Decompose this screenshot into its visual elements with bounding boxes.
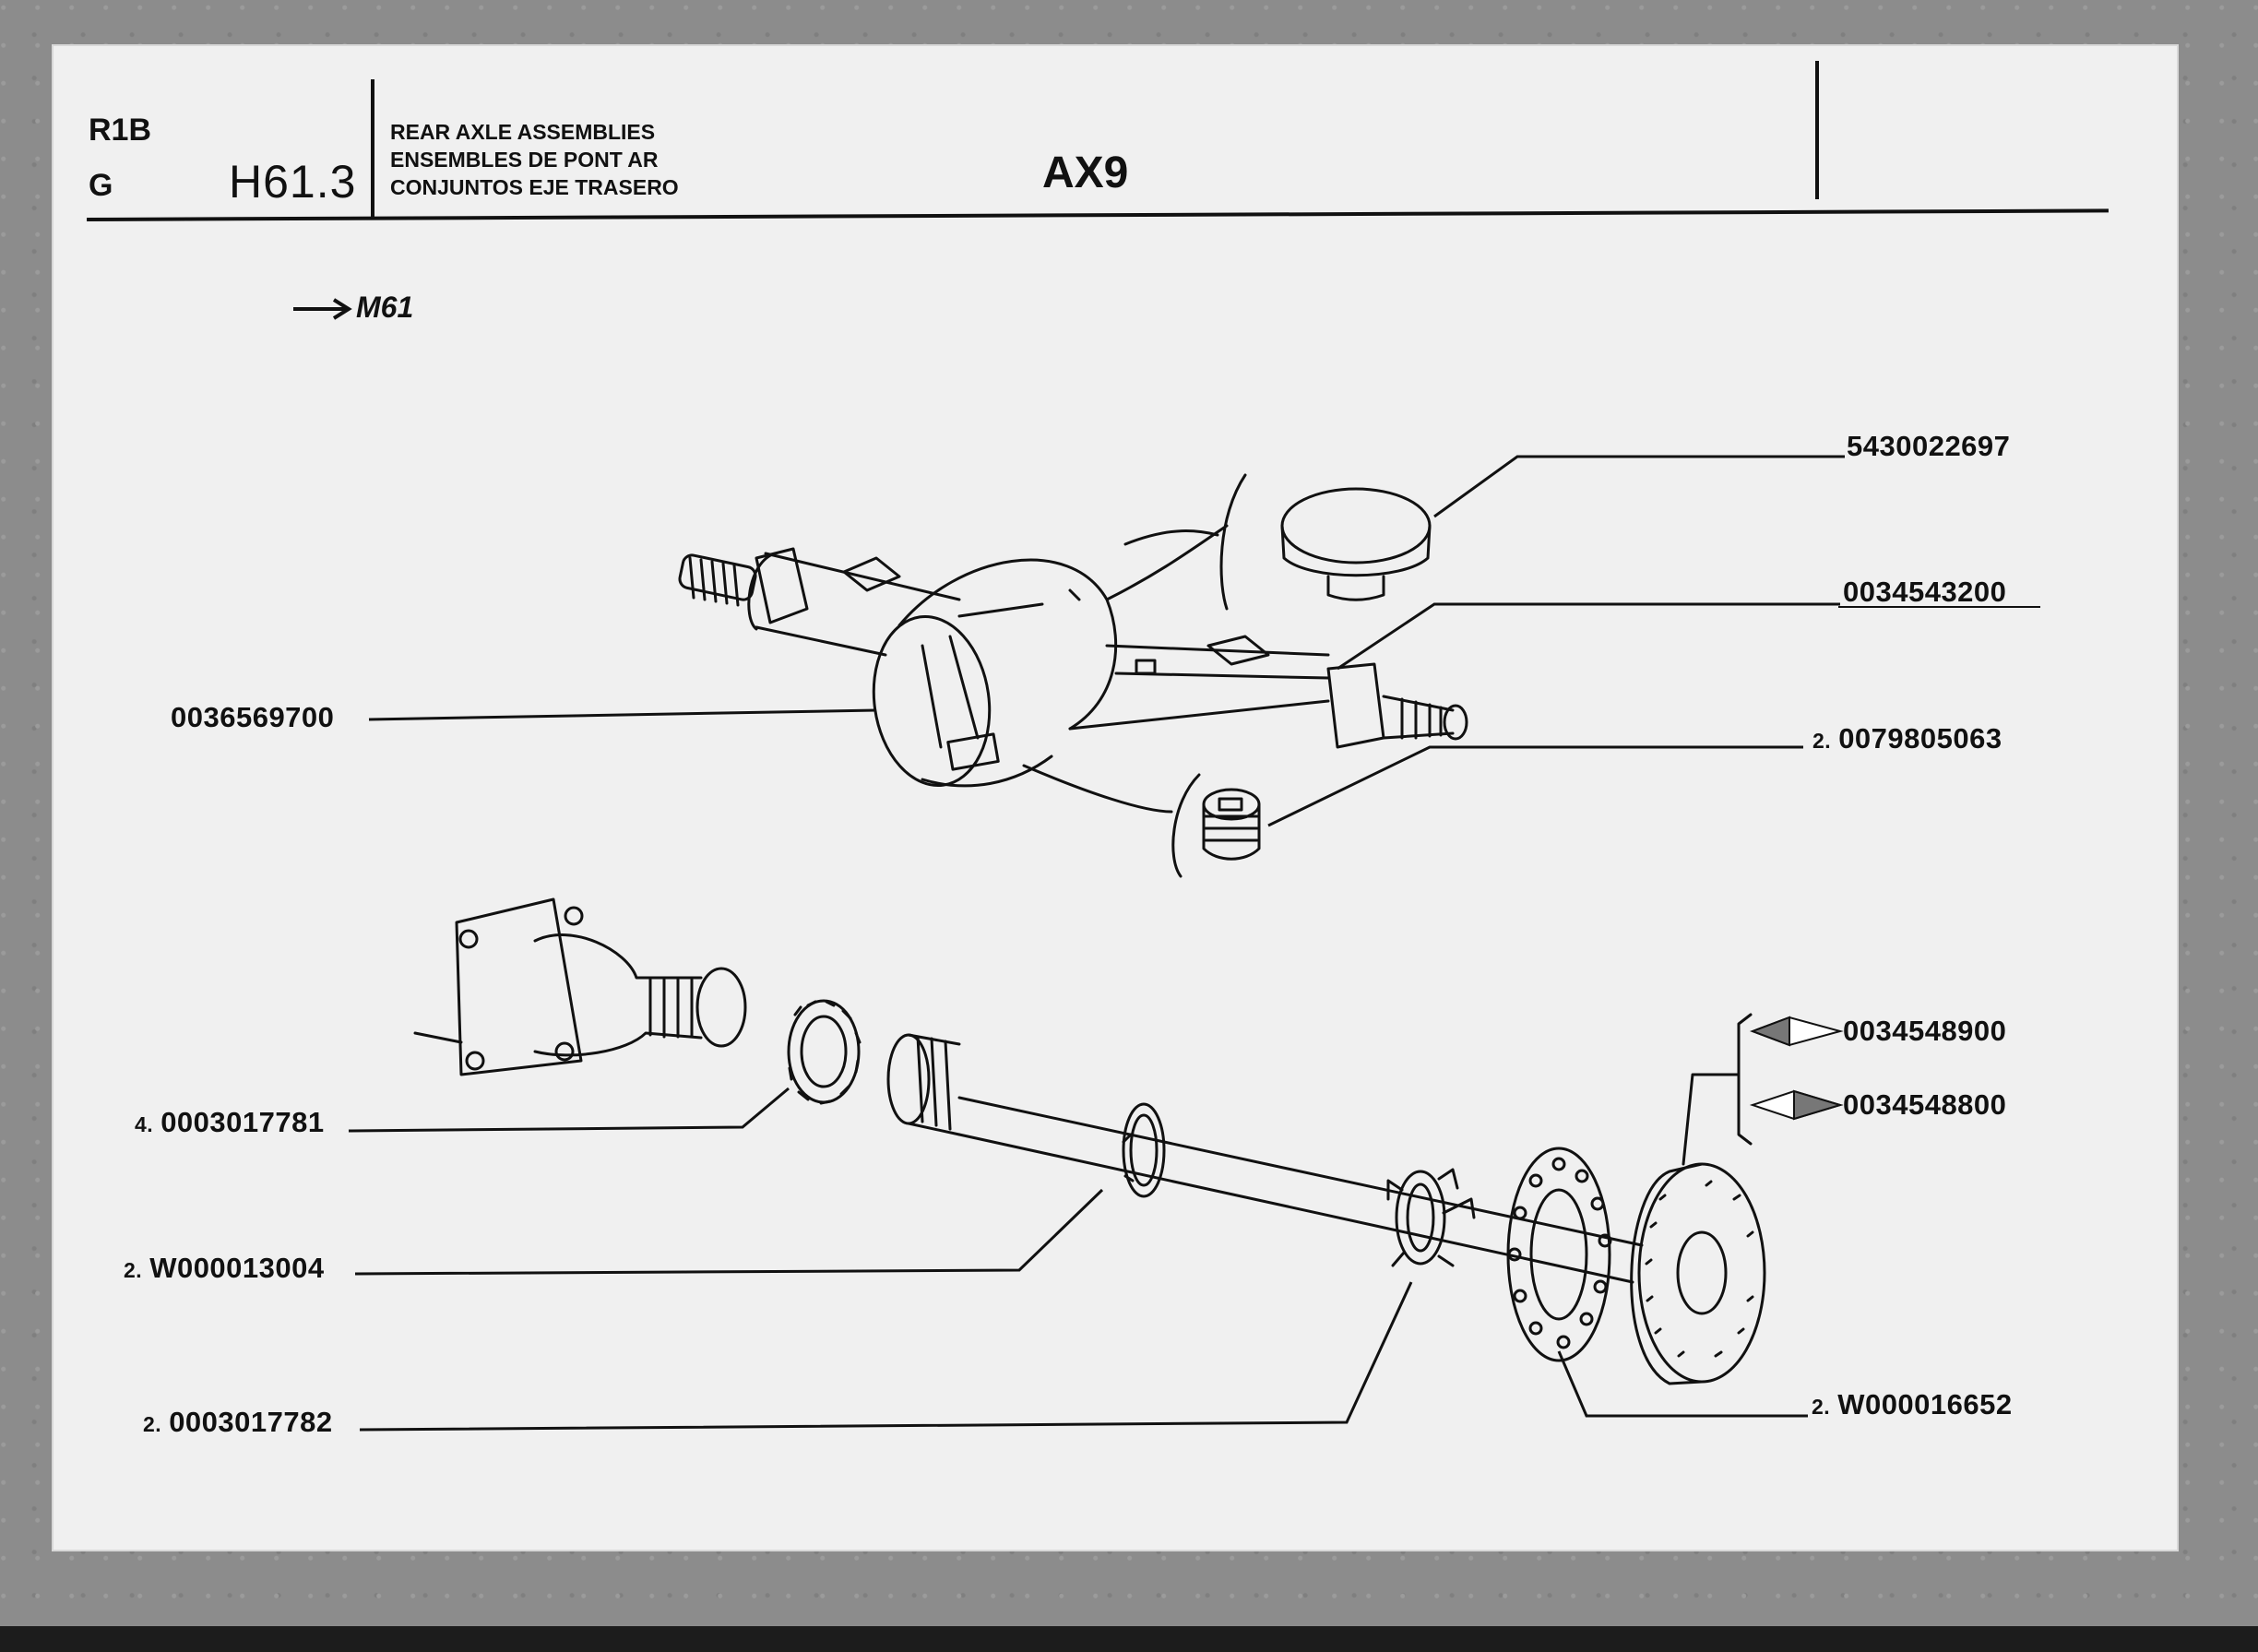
part-label: 0036569700: [171, 701, 335, 733]
axle-housing: [678, 473, 1468, 878]
part-label: 0034543200: [1843, 576, 2007, 608]
title-fr: ENSEMBLES DE PONT AR: [390, 148, 659, 172]
group-code: G: [89, 168, 113, 203]
part-label: 2.0003017782: [143, 1406, 333, 1438]
part-label: 2.W000016652: [1812, 1388, 2013, 1420]
hub-flange: [1630, 1162, 1766, 1385]
model-code: AX9: [1042, 149, 1129, 197]
part-label: 4.0003017781: [135, 1106, 325, 1138]
part-label: 0034548900: [1843, 1015, 2007, 1047]
diamond-icon-a: [1750, 1016, 1844, 1047]
tab-washer: [1386, 1168, 1476, 1267]
filler-cap: [1280, 487, 1432, 601]
circlip: [1122, 1102, 1166, 1198]
header-divider-left: [371, 79, 374, 220]
drain-plug: [1202, 788, 1261, 861]
spindle: [413, 897, 747, 1076]
part-label: 2.W000013004: [124, 1252, 325, 1284]
diamond-icon-b: [1749, 1089, 1844, 1121]
gasket: [1506, 1147, 1612, 1362]
part-label: 0034548800: [1843, 1088, 2007, 1121]
title-en: REAR AXLE ASSEMBLIES: [390, 120, 656, 144]
part-label: 5430022697: [1847, 430, 2011, 462]
header-divider-right: [1815, 61, 1819, 199]
section-code: R1B: [89, 113, 152, 148]
title-es: CONJUNTOS EJE TRASERO: [390, 175, 679, 199]
lock-nut: [787, 999, 862, 1105]
cross-reference: M61: [356, 291, 414, 324]
part-label: 2.0079805063: [1812, 722, 2002, 755]
leader-lines: [348, 455, 1845, 1432]
sheet-number: H61.3: [229, 156, 357, 208]
parts-sheet: [53, 46, 2177, 1550]
option-bracket: [1682, 1013, 1753, 1166]
page-title: REAR AXLE ASSEMBLIES ENSEMBLES DE PONT A…: [390, 118, 679, 201]
scan-border: [0, 1626, 2258, 1652]
axle-shaft: [886, 1033, 1644, 1284]
